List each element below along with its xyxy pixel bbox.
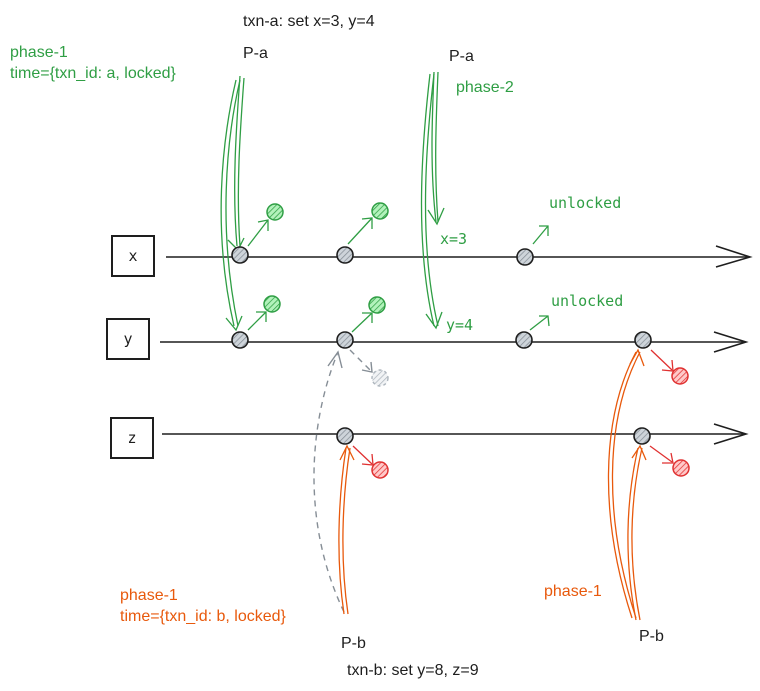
y-eq-label: y=4: [446, 316, 474, 334]
pa-left-label: P-a: [243, 45, 268, 62]
phase1-b-label: phase-1: [120, 587, 178, 604]
key-box-x: x: [111, 235, 155, 277]
time-a-label: time={txn_id: a, locked}: [10, 65, 176, 82]
green-markers: [247, 217, 550, 333]
key-label-z: z: [127, 429, 137, 447]
key-box-y: y: [106, 318, 150, 360]
phase1-a-label: phase-1: [10, 44, 68, 61]
green-circles: [263, 202, 389, 314]
key-box-z: z: [110, 417, 154, 459]
pa-right-arrows: [420, 71, 445, 330]
faded-circle: [371, 369, 389, 387]
red-markers: [352, 349, 674, 466]
key-label-y: y: [123, 330, 133, 348]
time-b-label: time={txn_id: b, locked}: [120, 608, 286, 625]
pb-right-arrows: [607, 348, 647, 621]
x-eq-label: x=3: [440, 230, 468, 248]
phase1-b2-label: phase-1: [544, 583, 602, 600]
dashed-arrowheads: [327, 350, 373, 373]
unlocked-y-label: unlocked: [551, 292, 624, 310]
unlocked-x-label: unlocked: [549, 194, 622, 212]
txn-b-label: txn-b: set y=8, z=9: [347, 662, 479, 679]
timeline-x: [166, 245, 753, 268]
timeline-z: [162, 423, 749, 445]
timeline-points: [231, 246, 652, 445]
pb-right-label: P-b: [639, 628, 664, 645]
pb-left-arrows: [338, 444, 355, 615]
dashed-arrow: [313, 349, 371, 613]
key-label-x: x: [128, 247, 138, 265]
pa-right-label: P-a: [449, 48, 474, 65]
phase2-label: phase-2: [456, 79, 514, 96]
txn-a-label: txn-a: set x=3, y=4: [243, 13, 375, 30]
red-circles: [371, 367, 690, 479]
pb-left-label: P-b: [341, 635, 366, 652]
pa-left-arrows: [220, 75, 245, 332]
